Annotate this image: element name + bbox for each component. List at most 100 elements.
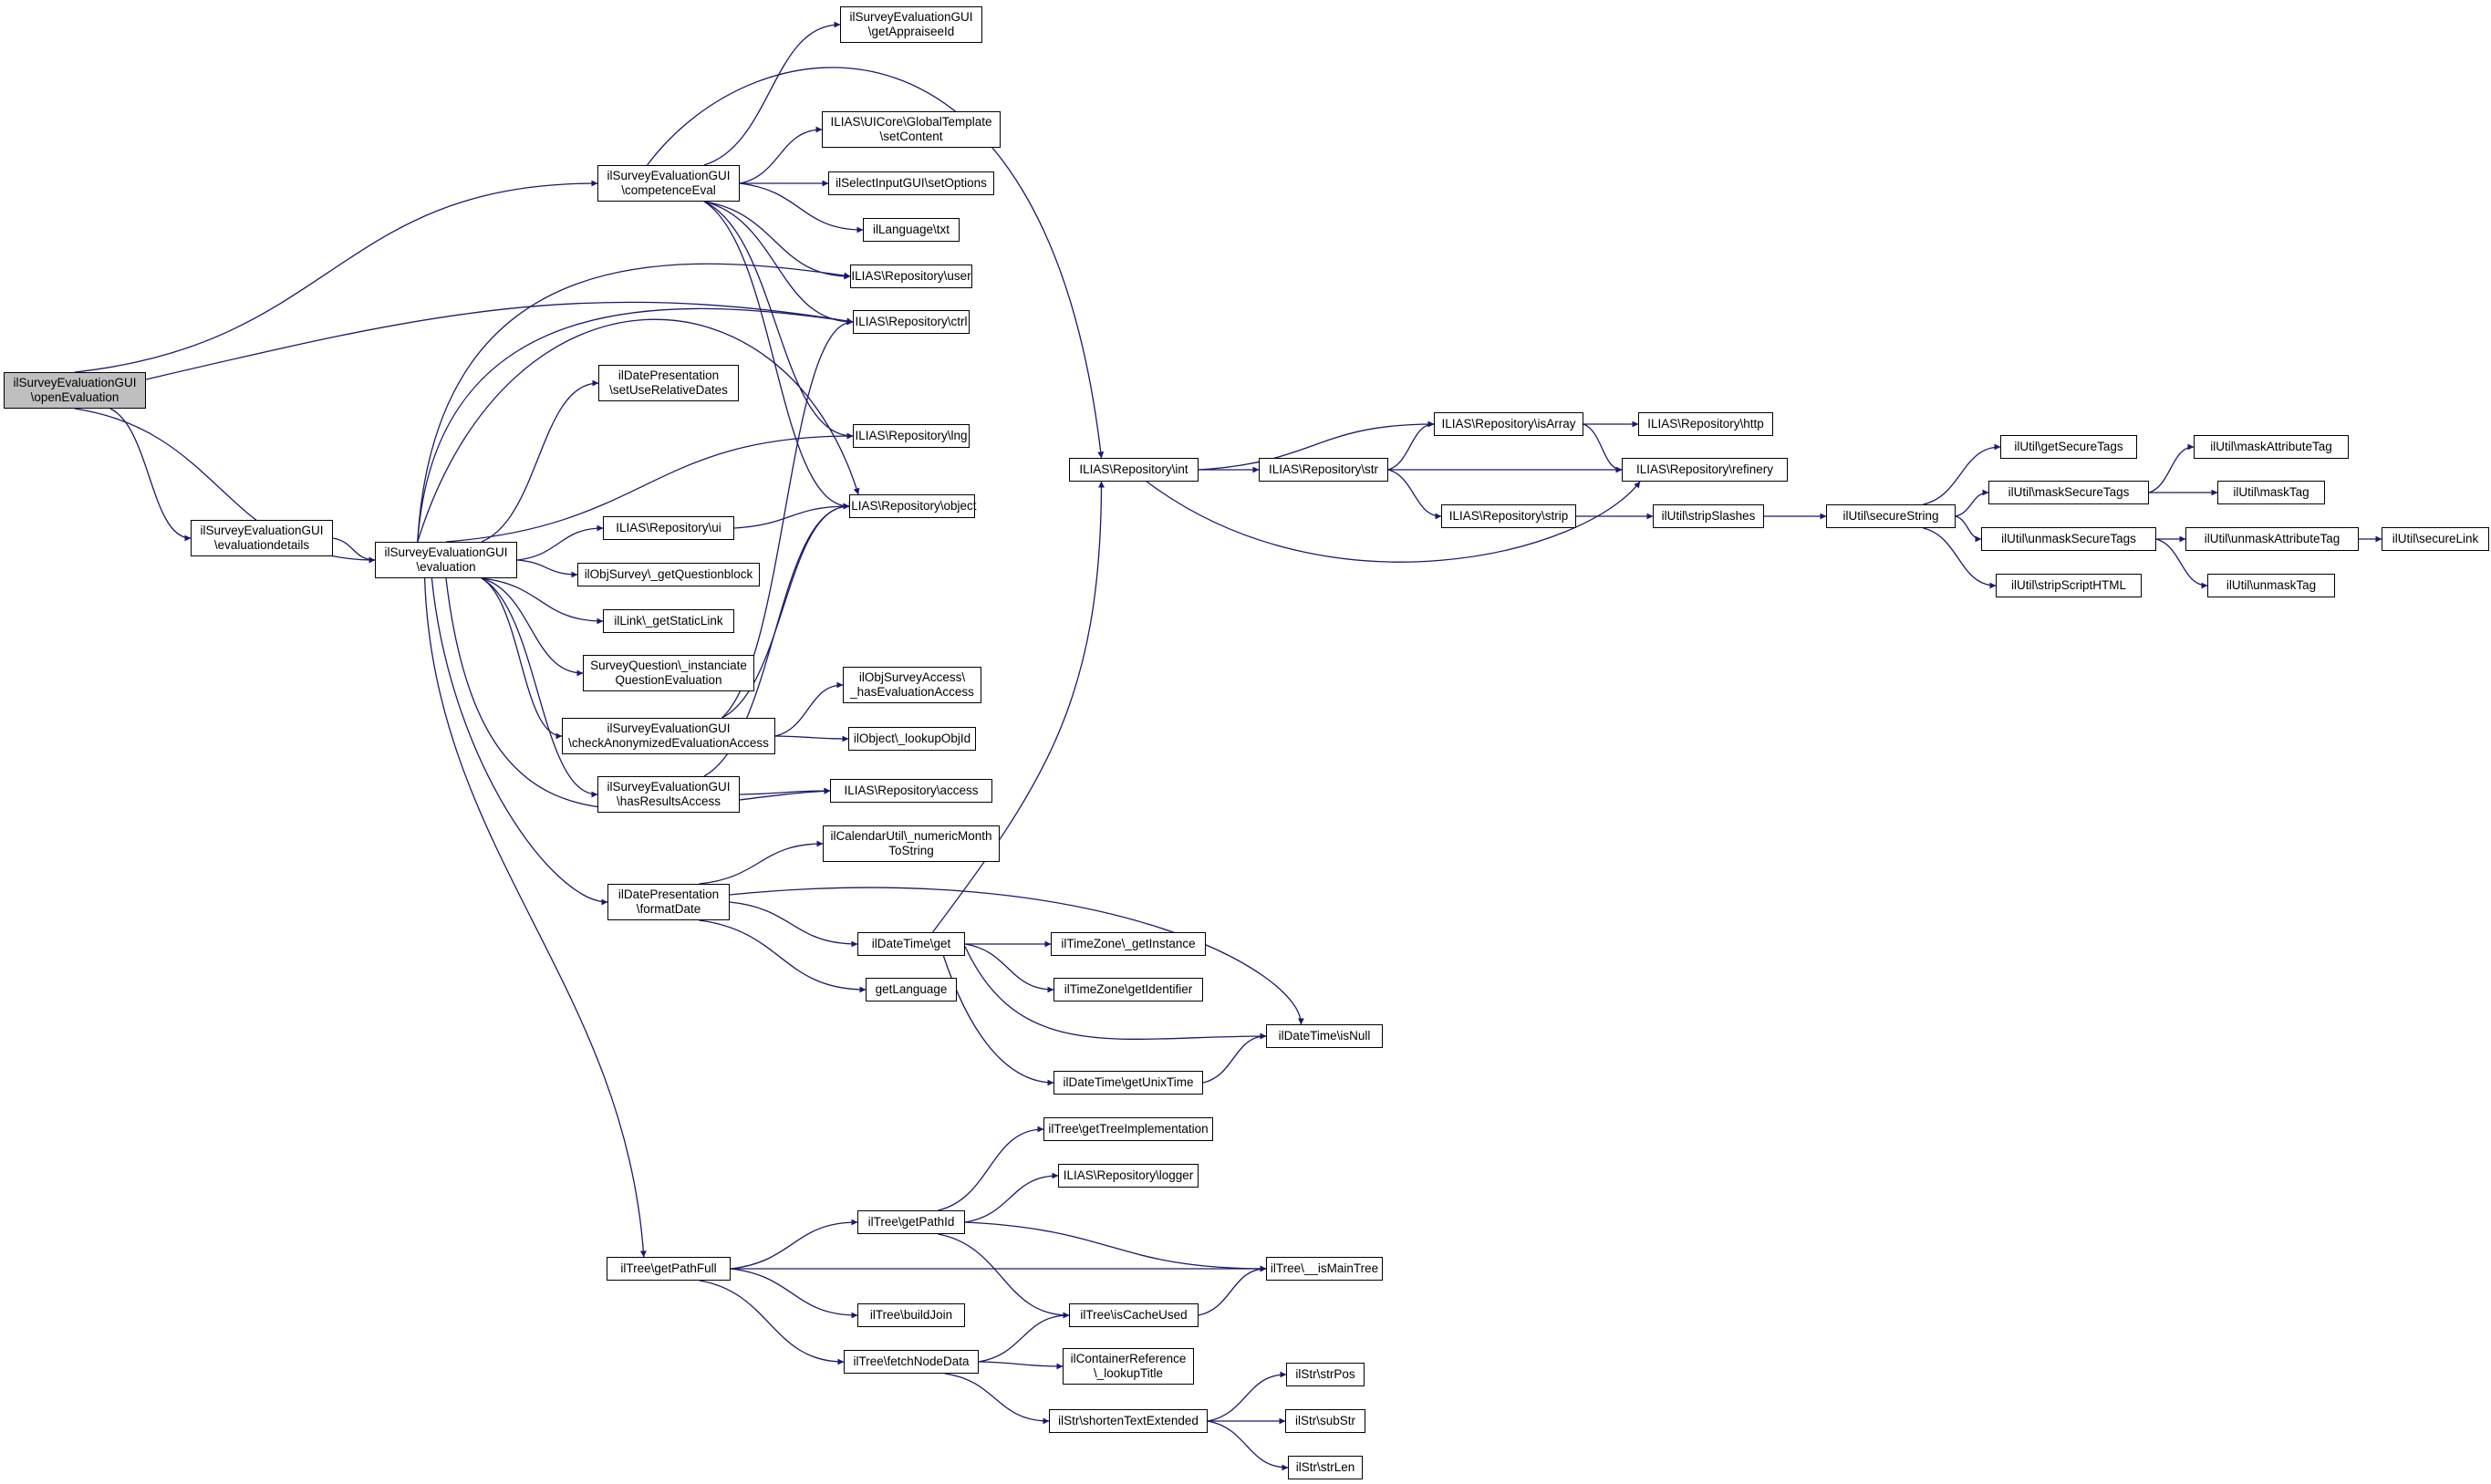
node-isArray[interactable]: ILIAS\Repository\isArray	[1434, 412, 1583, 436]
node-getLanguage[interactable]: getLanguage	[866, 978, 957, 1001]
node-setOptions[interactable]: ilSelectInputGUI\setOptions	[828, 171, 994, 195]
node-ctrl[interactable]: ILIAS\Repository\ctrl	[853, 310, 970, 334]
edge-openEvaluation-to-competenceEval	[74, 180, 598, 373]
node-fetchNodeData[interactable]: ilTree\fetchNodeData	[844, 1350, 979, 1374]
node-label-line: ilSurveyEvaluationGUI	[200, 524, 324, 537]
node-label-line: ILIAS\Repository\logger	[1063, 1168, 1194, 1182]
edge-secureString-to-unmaskSecureTags	[1955, 515, 1982, 543]
node-object[interactable]: ILIAS\Repository\object	[847, 494, 977, 518]
node-getPathId[interactable]: ilTree\getPathId	[857, 1210, 965, 1234]
node-label-line: \evaluationdetails	[213, 538, 310, 552]
node-repoInt[interactable]: ILIAS\Repository\int	[1069, 458, 1199, 482]
node-getInstance[interactable]: ilTimeZone\_getInstance	[1051, 932, 1206, 956]
node-label-line: ilUtil\maskAttributeTag	[2210, 440, 2332, 453]
node-stripSlashes[interactable]: ilUtil\stripSlashes	[1653, 504, 1764, 528]
node-label-line: ilCalendarUtil\_numericMonth	[830, 829, 992, 843]
edge-secureString-to-stripScriptHTML	[1923, 527, 1997, 589]
edge-checkAnon-to-hasEvalAccess	[774, 681, 844, 737]
node-hasResultsAccess[interactable]: ilSurveyEvaluationGUI\hasResultsAccess	[597, 776, 740, 813]
node-dtGet[interactable]: ilDateTime\get	[857, 932, 965, 956]
node-setUseRelativeDates[interactable]: ilDatePresentation\setUseRelativeDates	[598, 365, 739, 401]
node-setContent[interactable]: ILIAS\UICore\GlobalTemplate\setContent	[822, 111, 1001, 148]
node-openEvaluation[interactable]: ilSurveyEvaluationGUI\openEvaluation	[4, 372, 146, 409]
node-getTreeImpl[interactable]: ilTree\getTreeImplementation	[1043, 1117, 1213, 1141]
edge-competenceEval-to-user	[703, 201, 851, 280]
node-evaluationdetails[interactable]: ilSurveyEvaluationGUI\evaluationdetails	[191, 520, 333, 556]
node-lookupObjId[interactable]: ilObject\_lookupObjId	[848, 727, 976, 751]
node-label-line: ILIAS\Repository\lng	[855, 429, 968, 442]
node-getSecureTags[interactable]: ilUtil\getSecureTags	[2000, 435, 2137, 459]
edge-openEvaluation-to-evaluationdetails	[109, 408, 192, 542]
edge-dtGet-to-getUnixTime	[942, 955, 1054, 1086]
edge-competenceEval-to-ctrl	[703, 201, 854, 326]
node-user[interactable]: ILIAS\Repository\user	[850, 265, 972, 288]
node-stripScriptHTML[interactable]: ilUtil\stripScriptHTML	[1996, 574, 2142, 597]
node-label-line: ilSelectInputGUI\setOptions	[836, 176, 987, 190]
edge-isArray-to-refinery	[1583, 423, 1623, 473]
node-lookupTitle[interactable]: ilContainerReference\_lookupTitle	[1063, 1348, 1194, 1385]
node-getAppraiseeId[interactable]: ilSurveyEvaluationGUI\getAppraiseeId	[840, 6, 982, 43]
node-buildJoin[interactable]: ilTree\buildJoin	[857, 1303, 965, 1327]
node-access[interactable]: ILIAS\Repository\access	[830, 779, 992, 803]
node-competenceEval[interactable]: ilSurveyEvaluationGUI\competenceEval	[597, 165, 740, 202]
node-label-line: ilStr\shortenTextExtended	[1058, 1414, 1199, 1427]
node-label-line: ILIAS\Repository\ui	[616, 521, 721, 534]
node-unmaskTag[interactable]: ilUtil\unmaskTag	[2207, 574, 2335, 597]
node-http[interactable]: ILIAS\Repository\http	[1638, 412, 1773, 436]
node-label-line: ILIAS\Repository\strip	[1448, 509, 1569, 523]
node-label-line: ilSurveyEvaluationGUI	[13, 376, 137, 389]
node-label-line: ilUtil\unmaskTag	[2226, 578, 2317, 592]
edge-competenceEval-to-repoInt	[647, 67, 1105, 459]
node-isCacheUsed[interactable]: ilTree\isCacheUsed	[1069, 1303, 1199, 1327]
node-getStaticLink[interactable]: ilLink\_getStaticLink	[603, 609, 734, 633]
node-getQuestionblock[interactable]: ilObjSurvey\_getQuestionblock	[577, 563, 760, 586]
edge-getPathId-to-isCacheUsed	[938, 1233, 1070, 1319]
node-checkAnon[interactable]: ilSurveyEvaluationGUI\checkAnonymizedEva…	[562, 718, 775, 754]
node-lng[interactable]: ILIAS\Repository\lng	[853, 424, 970, 448]
node-refinery[interactable]: ILIAS\Repository\refinery	[1622, 458, 1788, 482]
edge-evaluation-to-lng	[445, 432, 854, 543]
node-label-line: ilUtil\maskTag	[2233, 485, 2309, 499]
node-maskTag[interactable]: ilUtil\maskTag	[2217, 481, 2325, 504]
edge-dtGet-to-isNull	[964, 946, 1267, 1041]
node-secureString[interactable]: ilUtil\secureString	[1826, 504, 1956, 528]
node-label-line: ilContainerReference	[1070, 1352, 1187, 1365]
node-getUnixTime[interactable]: ilDateTime\getUnixTime	[1053, 1071, 1203, 1095]
edge-repoStr-to-isArray	[1387, 420, 1435, 471]
node-label-line: ILIAS\UICore\GlobalTemplate	[830, 115, 992, 129]
node-unmaskSecureTags[interactable]: ilUtil\unmaskSecureTags	[1981, 527, 2156, 551]
node-strip[interactable]: ILIAS\Repository\strip	[1441, 504, 1576, 528]
edge-evaluation-to-instanciate	[481, 577, 584, 677]
node-evaluation[interactable]: ilSurveyEvaluationGUI\evaluation	[375, 542, 517, 578]
node-label-line: SurveyQuestion\_instanciate	[590, 659, 747, 672]
node-strPos[interactable]: ilStr\strPos	[1286, 1363, 1365, 1386]
node-formatDate[interactable]: ilDatePresentation\formatDate	[607, 884, 730, 920]
node-subStr[interactable]: ilStr\subStr	[1285, 1409, 1365, 1433]
node-label-line: ilTree\getPathId	[867, 1215, 955, 1229]
node-txt[interactable]: ilLanguage\txt	[863, 218, 960, 242]
edge-dtGet-to-repoInt	[932, 481, 1105, 933]
edge-evaluation-to-access	[445, 577, 831, 810]
edge-formatDate-to-isNull	[729, 887, 1304, 1025]
node-unmaskAttributeTag[interactable]: ilUtil\unmaskAttributeTag	[2185, 527, 2359, 551]
node-isMainTree[interactable]: ilTree\__isMainTree	[1266, 1257, 1383, 1281]
node-getIdentifier[interactable]: ilTimeZone\getIdentifier	[1053, 978, 1203, 1001]
node-shortenText[interactable]: ilStr\shortenTextExtended	[1049, 1409, 1208, 1433]
edge-openEvaluation-to-ctrl	[145, 301, 854, 380]
node-logger[interactable]: ILIAS\Repository\logger	[1058, 1164, 1199, 1188]
edge-evaluation-to-getStaticLink	[481, 577, 604, 625]
node-isNull[interactable]: ilDateTime\isNull	[1266, 1024, 1383, 1048]
node-secureLink[interactable]: ilUtil\secureLink	[2382, 527, 2489, 551]
node-ui[interactable]: ILIAS\Repository\ui	[603, 516, 734, 540]
edge-hasResultsAccess-to-access	[739, 787, 831, 795]
edge-evaluation-to-getPathFull	[423, 577, 647, 1258]
edge-evaluation-to-hasResultsAccess	[481, 577, 598, 798]
node-repoStr[interactable]: ILIAS\Repository\str	[1259, 458, 1388, 482]
node-maskAttributeTag[interactable]: ilUtil\maskAttributeTag	[2194, 435, 2349, 459]
node-maskSecureTags[interactable]: ilUtil\maskSecureTags	[1988, 481, 2149, 504]
node-hasEvalAccess[interactable]: ilObjSurveyAccess\_hasEvaluationAccess	[843, 667, 981, 703]
node-getPathFull[interactable]: ilTree\getPathFull	[607, 1257, 731, 1281]
node-strLen[interactable]: ilStr\strLen	[1288, 1456, 1363, 1479]
